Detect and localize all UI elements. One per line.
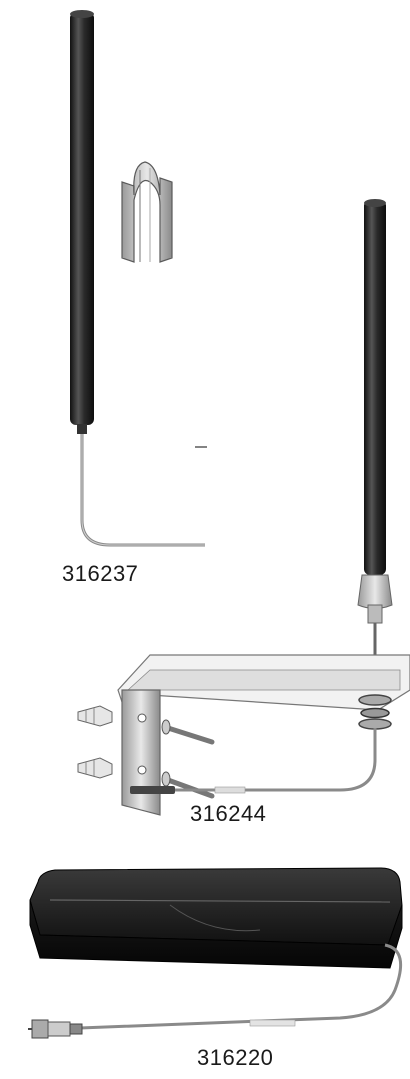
antenna-cap	[364, 199, 386, 207]
fme-connector	[28, 1019, 83, 1039]
antenna-cable-highlight	[81, 434, 205, 546]
screw-head	[161, 719, 171, 735]
bracket-hole	[137, 713, 147, 723]
connector-body	[47, 1021, 71, 1037]
washer	[358, 694, 392, 706]
puck-side	[29, 899, 403, 969]
cable-sleeve	[249, 1019, 296, 1027]
cable	[175, 728, 377, 792]
antenna-ferrule	[357, 574, 393, 609]
antenna-base	[77, 424, 87, 434]
wall-bracket	[117, 654, 410, 816]
bracket-hole	[137, 765, 147, 775]
screw-shaft	[165, 777, 215, 799]
mounting-clip	[121, 161, 173, 263]
antenna-rod	[364, 200, 386, 575]
whip-antenna-1	[70, 10, 205, 547]
part-number-316220: 316220	[197, 1045, 274, 1070]
washer	[358, 718, 392, 730]
clip-body	[121, 161, 173, 263]
puck-antenna	[29, 867, 403, 969]
puck-cable	[28, 943, 403, 1039]
bracket-top-face	[126, 669, 401, 691]
bracket-cable	[130, 728, 377, 794]
bracket-wall-plate	[121, 689, 161, 816]
whip-antenna-2	[357, 199, 393, 700]
cable	[79, 943, 403, 1030]
wall-plug	[77, 705, 113, 727]
part-number-316244: 316244	[190, 801, 267, 826]
washers	[358, 694, 392, 730]
puck-top	[29, 867, 403, 946]
screw-shaft	[165, 725, 215, 745]
antenna-nut	[367, 604, 383, 624]
screws	[161, 719, 215, 799]
puck-shine	[169, 904, 261, 932]
cable-connector	[130, 786, 175, 794]
antenna-rod	[70, 12, 94, 425]
connector-boot	[69, 1023, 83, 1035]
antenna-cap	[70, 10, 94, 18]
wall-plug	[77, 757, 113, 779]
antenna-cable	[80, 434, 205, 547]
washer	[360, 707, 390, 719]
puck-edge-highlight	[49, 899, 391, 903]
part-number-316237: 316237	[62, 561, 139, 586]
cable-sleeve	[214, 786, 246, 794]
wall-plugs	[77, 705, 113, 779]
connector-nut	[31, 1019, 49, 1039]
screw-head	[161, 771, 171, 787]
